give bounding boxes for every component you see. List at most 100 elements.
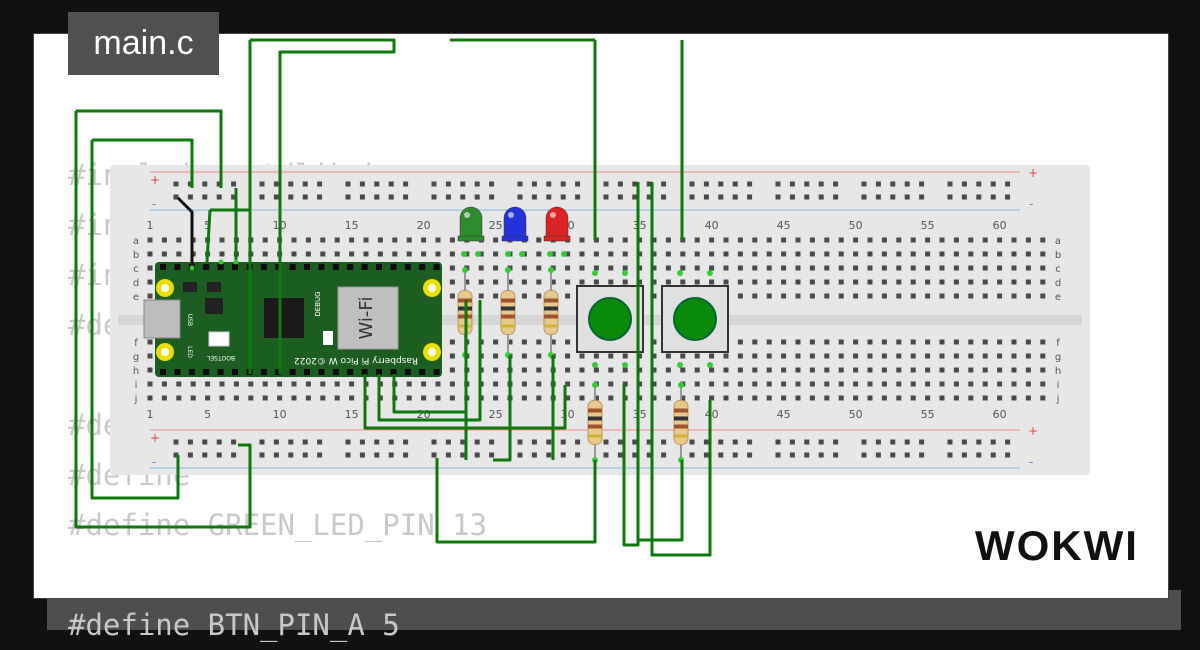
terminal-hole: [867, 265, 873, 271]
pico-pin: [217, 369, 224, 375]
terminal-hole: [1040, 367, 1046, 373]
row-letter: g: [133, 352, 139, 363]
terminal-hole: [305, 251, 311, 257]
rail-hole: [976, 181, 982, 187]
rail-hole: [990, 439, 996, 445]
terminal-hole: [694, 353, 700, 359]
rail-hole: [818, 452, 824, 458]
terminal-hole: [421, 237, 427, 243]
pico-pin: [160, 264, 166, 270]
rail-hole: [804, 452, 810, 458]
rail-hole: [789, 439, 795, 445]
terminal-hole: [277, 395, 283, 401]
terminal-hole: [982, 279, 988, 285]
rail-hole: [273, 194, 279, 200]
terminal-hole: [651, 353, 657, 359]
terminal-hole: [219, 251, 225, 257]
terminal-hole: [838, 353, 844, 359]
terminal-hole: [464, 279, 470, 285]
terminal-hole: [435, 381, 441, 387]
terminal-hole: [680, 279, 686, 285]
terminal-hole: [910, 293, 916, 299]
terminal-hole: [536, 353, 542, 359]
terminal-hole: [406, 381, 412, 387]
terminal-hole: [521, 395, 527, 401]
rail-hole: [202, 194, 208, 200]
terminal-hole: [853, 395, 859, 401]
rail-hole: [818, 439, 824, 445]
terminal-hole: [781, 367, 787, 373]
terminal-hole: [896, 339, 902, 345]
terminal-hole: [997, 293, 1003, 299]
terminal-hole: [147, 395, 153, 401]
rail-hole: [919, 181, 925, 187]
terminal-hole: [536, 367, 542, 373]
resistor-band: [588, 408, 602, 413]
rail-hole: [317, 194, 323, 200]
pico-pin: [390, 264, 397, 270]
pico-pin: [275, 264, 282, 270]
row-letter: f: [134, 338, 138, 349]
rail-hole: [288, 439, 294, 445]
terminal-hole: [521, 367, 527, 373]
terminal-hole: [565, 395, 571, 401]
terminal-hole: [449, 293, 455, 299]
rail-hole: [489, 452, 495, 458]
terminal-hole: [781, 381, 787, 387]
button-pin: [677, 362, 683, 368]
terminal-hole: [896, 353, 902, 359]
terminal-hole: [896, 279, 902, 285]
terminal-hole: [953, 251, 959, 257]
terminal-hole: [968, 367, 974, 373]
led-highlight: [550, 212, 556, 218]
pico-pin: [376, 264, 382, 270]
terminal-hole: [493, 279, 499, 285]
rail-hole: [560, 452, 566, 458]
terminal-hole: [565, 367, 571, 373]
rail-hole: [531, 439, 537, 445]
terminal-hole: [737, 279, 743, 285]
terminal-hole: [881, 339, 887, 345]
rail-hole: [288, 452, 294, 458]
wifi-label: Wi-Fi: [356, 297, 377, 340]
led-pin: [475, 251, 481, 257]
terminal-hole: [449, 395, 455, 401]
terminal-hole: [176, 395, 182, 401]
terminal-hole: [853, 251, 859, 257]
terminal-hole: [795, 339, 801, 345]
row-letter: j: [134, 394, 138, 405]
terminal-hole: [449, 251, 455, 257]
terminal-hole: [766, 237, 772, 243]
rail-hole: [575, 181, 581, 187]
terminal-hole: [680, 353, 686, 359]
rail-hole: [445, 439, 451, 445]
terminal-hole: [723, 265, 729, 271]
terminal-hole: [925, 265, 931, 271]
rail-hole: [403, 452, 409, 458]
rail-hole: [359, 452, 365, 458]
rail-hole: [804, 194, 810, 200]
file-tab[interactable]: main.c: [68, 12, 219, 75]
terminal-hole: [939, 367, 945, 373]
pico-pin: [174, 264, 181, 270]
column-number: 35: [633, 408, 647, 421]
pico-pin: [260, 264, 267, 270]
terminal-hole: [651, 279, 657, 285]
resistor-band: [588, 434, 602, 438]
terminal-hole: [651, 237, 657, 243]
terminal-hole: [939, 279, 945, 285]
wire: [210, 188, 252, 212]
rail-hole: [403, 181, 409, 187]
terminal-hole: [219, 381, 225, 387]
rail-hole: [546, 439, 552, 445]
terminal-hole: [910, 339, 916, 345]
rail-hole: [689, 452, 695, 458]
pico-pin: [361, 264, 368, 270]
terminal-hole: [205, 395, 211, 401]
resistor-band: [674, 408, 688, 413]
terminal-hole: [867, 339, 873, 345]
terminal-hole: [766, 279, 772, 285]
terminal-hole: [305, 395, 311, 401]
rail-hole: [173, 181, 179, 187]
